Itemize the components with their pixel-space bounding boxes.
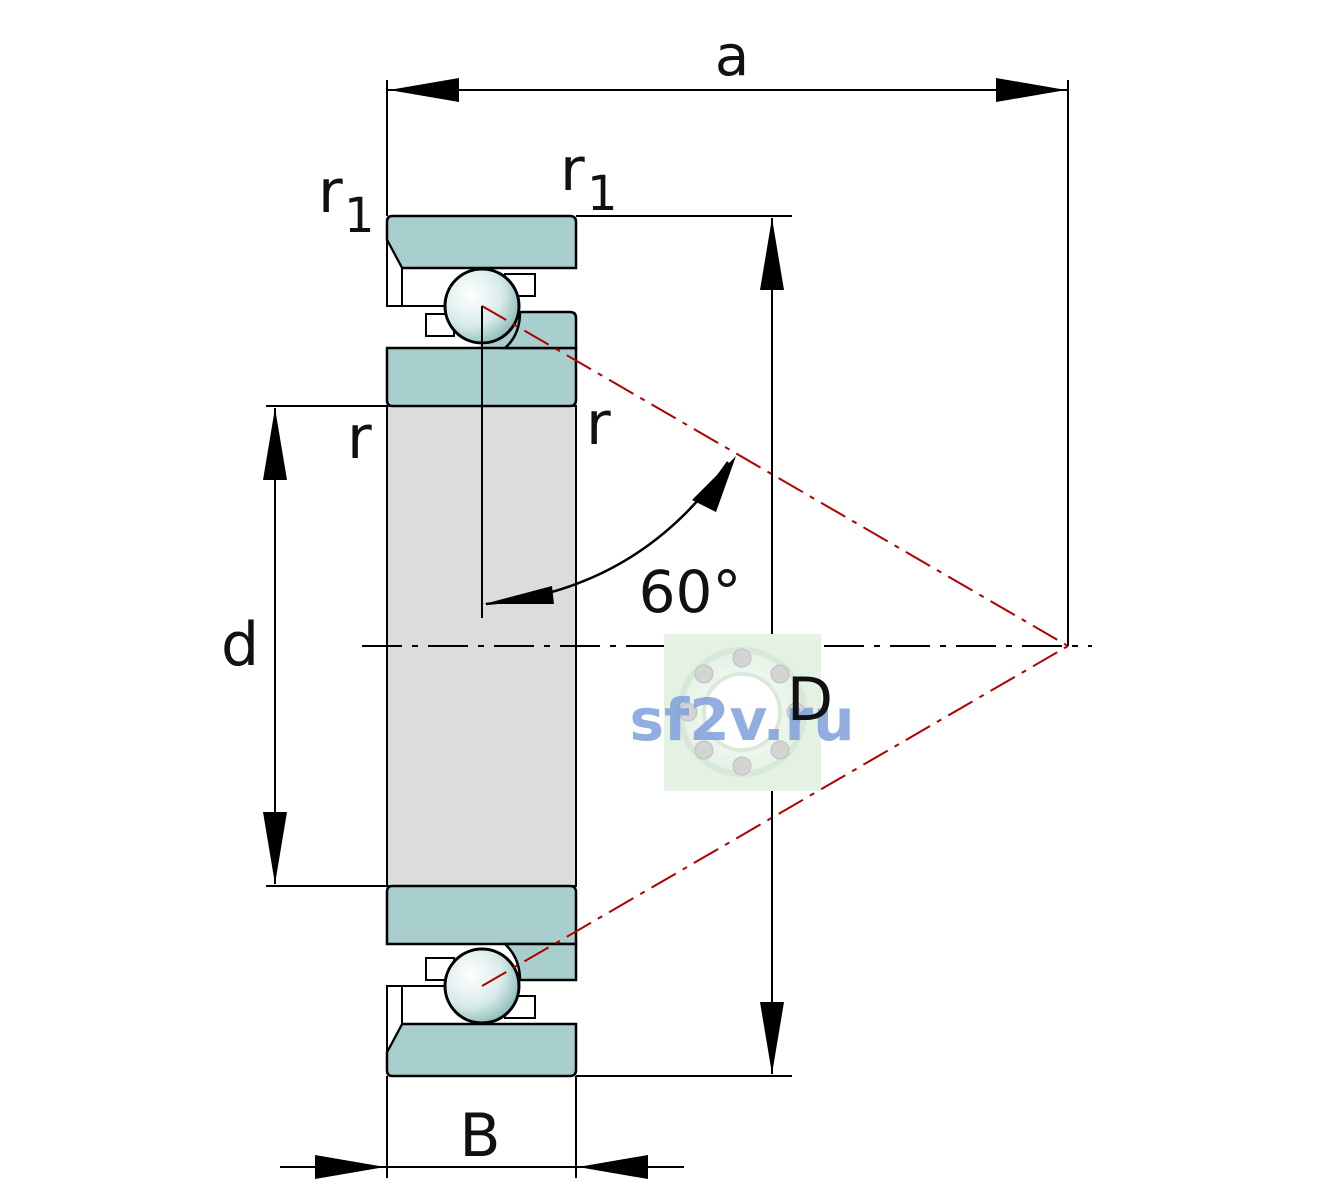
label-d: d (221, 610, 259, 680)
label-r1-right: r (560, 135, 585, 205)
angle-arrow-left (484, 586, 554, 604)
outer-ring-top (385, 214, 578, 270)
contact-line-top (481, 305, 1069, 647)
inner-ring-bottom-body (385, 884, 578, 946)
label-r1-left: r (318, 157, 343, 227)
bearing-bottom-section (385, 884, 578, 1078)
contact-line-bottom (481, 645, 1069, 987)
label-D: D (787, 665, 833, 735)
watermark: sf2v.ru (629, 634, 855, 791)
outer-ring-bottom (385, 1022, 578, 1078)
label-r-left: r (347, 403, 372, 473)
watermark-text: sf2v.ru (629, 686, 854, 754)
angle-arrow-right (692, 456, 736, 512)
dimension-a (386, 78, 1069, 646)
label-r1-left-sub: 1 (344, 188, 375, 244)
bearing-top-section (385, 214, 578, 408)
label-angle: 60° (639, 558, 742, 626)
inner-ring-bottom-shoulder (501, 942, 578, 982)
label-B: B (459, 1101, 500, 1171)
label-r-right: r (586, 389, 611, 459)
dimension-B (280, 1076, 684, 1179)
inner-ring-top-shoulder (501, 310, 578, 350)
label-r1-right-sub: 1 (587, 166, 618, 222)
outer-ring-bottom-chamfer (386, 985, 403, 1053)
label-a: a (715, 24, 749, 89)
dimension-d (263, 405, 387, 887)
